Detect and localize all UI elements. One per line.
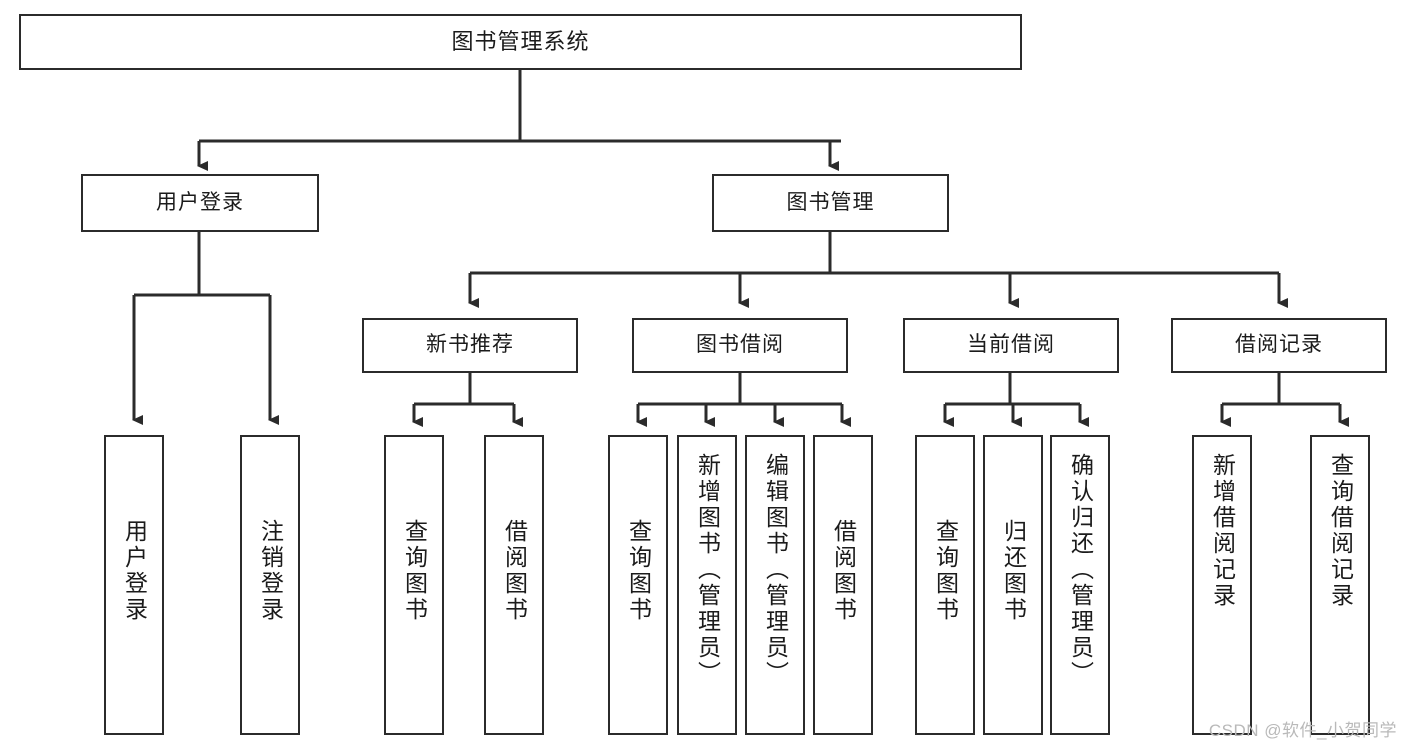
node-borrow-record[interactable]: 借阅记录 <box>1171 318 1387 373</box>
node-label: 借阅记录 <box>1235 333 1323 357</box>
node-label: 新书推荐 <box>426 333 514 357</box>
node-label: 图书管理系统 <box>451 29 590 55</box>
node-label: 用户登录 <box>121 519 148 623</box>
node-book-borrow[interactable]: 图书借阅 <box>632 318 848 373</box>
node-user-login[interactable]: 用户登录 <box>81 174 319 232</box>
node-label: 借阅图书 <box>830 519 857 623</box>
node-label: 图书借阅 <box>696 333 784 357</box>
leaf-query-book-new[interactable]: 查询图书 <box>384 435 444 735</box>
leaf-add-borrow-record[interactable]: 新增借阅记录 <box>1192 435 1252 735</box>
node-label: 新增借阅记录 <box>1209 453 1236 609</box>
node-label: 借阅图书 <box>501 519 528 623</box>
leaf-borrow-book[interactable]: 借阅图书 <box>813 435 873 735</box>
node-label: 新增图书（管理员） <box>694 453 721 687</box>
node-label: 注销登录 <box>257 519 284 623</box>
node-label: 查询借阅记录 <box>1327 453 1354 609</box>
node-root-system[interactable]: 图书管理系统 <box>19 14 1022 70</box>
node-book-management[interactable]: 图书管理 <box>712 174 949 232</box>
leaf-query-borrow-record[interactable]: 查询借阅记录 <box>1310 435 1370 735</box>
leaf-confirm-return-admin[interactable]: 确认归还（管理员） <box>1050 435 1110 735</box>
leaf-user-login[interactable]: 用户登录 <box>104 435 164 735</box>
node-current-borrow[interactable]: 当前借阅 <box>903 318 1119 373</box>
leaf-add-book-admin[interactable]: 新增图书（管理员） <box>677 435 737 735</box>
leaf-borrow-book-new[interactable]: 借阅图书 <box>484 435 544 735</box>
leaf-edit-book-admin[interactable]: 编辑图书（管理员） <box>745 435 805 735</box>
node-label: 图书管理 <box>786 190 875 214</box>
node-label: 归还图书 <box>1000 519 1027 623</box>
node-label: 查询图书 <box>401 519 428 623</box>
leaf-query-book-borrow[interactable]: 查询图书 <box>608 435 668 735</box>
node-label: 当前借阅 <box>967 333 1055 357</box>
leaf-return-book[interactable]: 归还图书 <box>983 435 1043 735</box>
node-label: 编辑图书（管理员） <box>762 453 789 687</box>
node-new-book-recommend[interactable]: 新书推荐 <box>362 318 578 373</box>
node-label: 查询图书 <box>625 519 652 623</box>
node-label: 确认归还（管理员） <box>1067 453 1094 687</box>
leaf-query-book-current[interactable]: 查询图书 <box>915 435 975 735</box>
node-label: 用户登录 <box>156 190 244 214</box>
leaf-logout[interactable]: 注销登录 <box>240 435 300 735</box>
node-label: 查询图书 <box>932 519 959 623</box>
